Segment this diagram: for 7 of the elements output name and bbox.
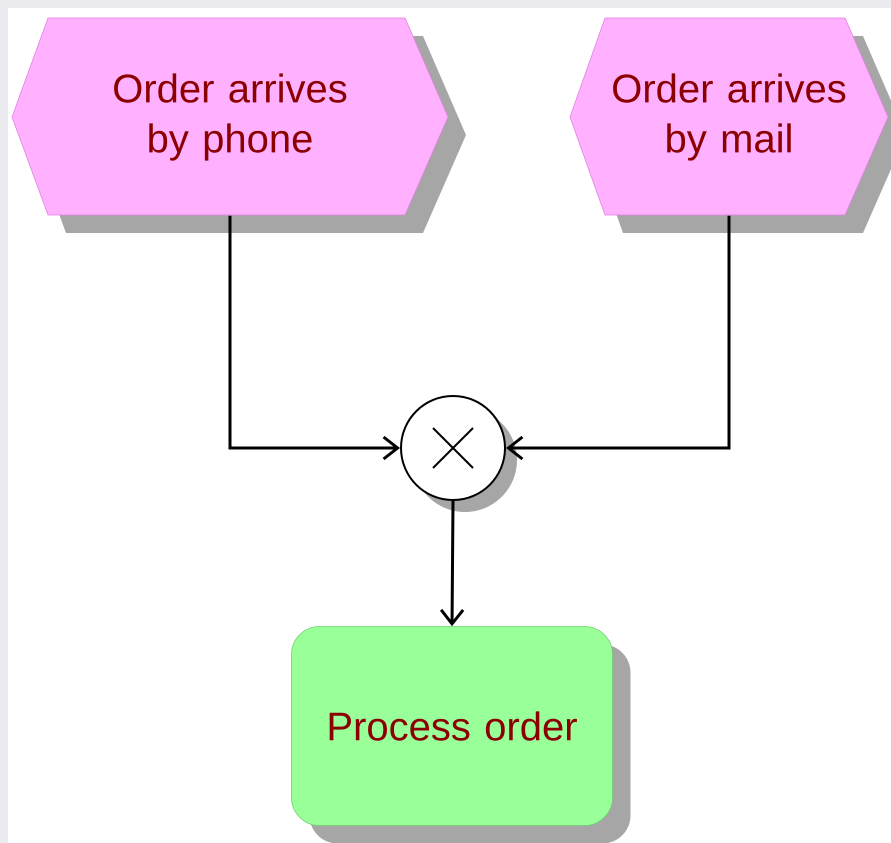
function-box: Process order (291, 626, 630, 843)
arrow (228, 216, 400, 460)
arrow (506, 216, 730, 460)
event-hexagon: Order arrives by phone (12, 18, 466, 233)
event-hexagon: Order arrives by mail (570, 18, 891, 233)
arrow (440, 501, 464, 626)
xor-connector (400, 395, 517, 512)
